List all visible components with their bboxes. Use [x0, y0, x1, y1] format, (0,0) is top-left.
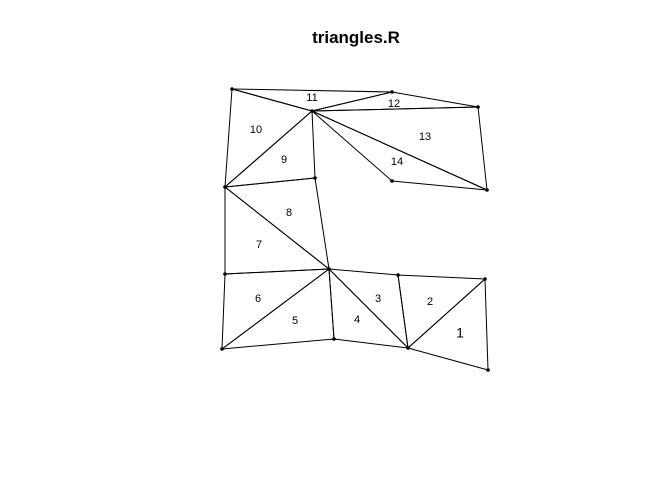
triangle-label-9: 9 [281, 154, 287, 166]
triangle-6 [221, 268, 330, 350]
diagram-title: triangles.R [312, 28, 400, 47]
triangle-2 [397, 274, 486, 349]
triangle-label-12: 12 [388, 98, 400, 110]
triangle-label-6: 6 [255, 293, 261, 305]
triangle-10 [224, 88, 313, 188]
triangle-label-10: 10 [250, 124, 262, 136]
vertex-point [476, 105, 480, 109]
triangle-1 [407, 278, 489, 371]
triangle-label-13: 13 [419, 131, 431, 143]
vertex-point [310, 109, 314, 113]
triangle-label-5: 5 [292, 315, 298, 327]
triangle-4 [328, 268, 409, 349]
triangle-14 [311, 110, 488, 191]
triangle-label-11: 11 [306, 92, 317, 104]
vertex-point [390, 179, 394, 183]
vertex-point [332, 337, 336, 341]
vertex-point [396, 273, 400, 277]
vertex-point [483, 277, 487, 281]
triangle-label-2: 2 [427, 296, 433, 308]
vertex-point [313, 176, 317, 180]
triangle-8 [224, 177, 330, 270]
triangle-13 [311, 106, 488, 191]
triangle-edges [221, 88, 489, 371]
vertex-points [220, 87, 490, 372]
triangle-label-7: 7 [256, 239, 262, 251]
triangle-label-14: 14 [391, 156, 403, 168]
triangle-label-3: 3 [375, 293, 381, 305]
triangle-label-1: 1 [456, 325, 464, 341]
vertex-point [406, 346, 410, 350]
vertex-point [390, 90, 394, 94]
vertex-point [485, 188, 489, 192]
triangle-label-4: 4 [354, 314, 360, 326]
vertex-point [486, 368, 490, 372]
vertex-point [223, 185, 227, 189]
triangle-label-8: 8 [286, 207, 292, 219]
vertex-point [220, 347, 224, 351]
vertex-point [230, 87, 234, 91]
triangle-7 [224, 186, 330, 275]
vertex-point [223, 272, 227, 276]
vertex-point [327, 267, 331, 271]
